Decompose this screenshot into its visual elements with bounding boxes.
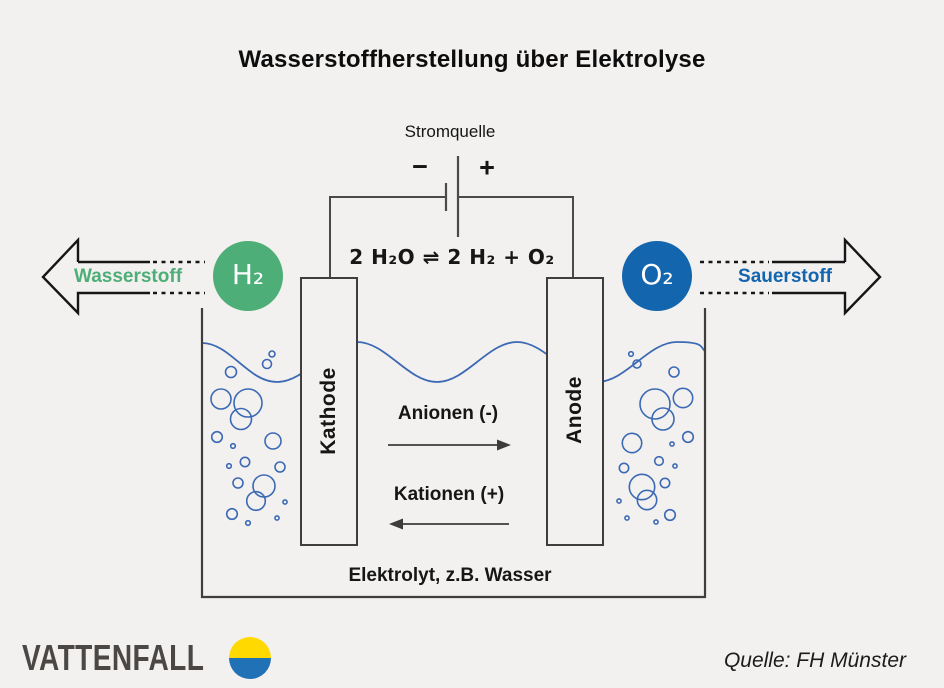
sauerstoff-label: Sauerstoff xyxy=(738,266,832,287)
wire-right xyxy=(458,196,574,278)
arrow-left-dashes xyxy=(153,260,205,295)
cathode-rect xyxy=(300,277,358,546)
electrolyte-label: Elektrolyt, z.B. Wasser xyxy=(348,565,552,586)
cation-arrowhead xyxy=(389,518,403,530)
circuit-wires xyxy=(329,196,574,278)
anion-flow-label: Anionen (-) xyxy=(397,403,499,424)
battery-minus-label: − xyxy=(412,151,428,182)
vattenfall-logo-icon xyxy=(229,637,271,679)
anode-rect xyxy=(546,277,604,546)
hydrogen-out-arrow xyxy=(41,236,205,316)
reaction-equation: 2 H₂O ⇌ 2 H₂ + O₂ xyxy=(349,245,555,269)
arrow-right-outline xyxy=(772,236,882,316)
wasserstoff-label: Wasserstoff xyxy=(73,266,183,287)
hydrogen-symbol: H₂ xyxy=(231,258,265,291)
arrow-left-outline xyxy=(41,236,150,316)
source-credit: Quelle: FH Münster xyxy=(723,649,906,672)
arrow-right-dashes xyxy=(700,260,769,295)
gas-bubbles-right xyxy=(616,350,695,525)
hydrogen-circle: H₂ xyxy=(213,241,283,311)
water-surface-line xyxy=(201,341,706,383)
oxygen-out-arrow xyxy=(700,236,882,316)
beaker-outline xyxy=(200,308,707,599)
anode-label: Anode xyxy=(563,376,586,444)
cation-flow-label: Kationen (+) xyxy=(393,484,505,505)
wire-left xyxy=(329,196,445,278)
page-title: Wasserstoffherstellung über Elektrolyse xyxy=(238,46,706,73)
power-source-label: Stromquelle xyxy=(404,122,496,141)
battery-plus-label: + xyxy=(479,152,495,183)
cathode-label: Kathode xyxy=(317,367,340,455)
gas-bubbles-left xyxy=(210,350,288,527)
cation-arrow xyxy=(389,518,509,530)
anion-arrowhead xyxy=(497,439,511,451)
anion-arrow xyxy=(388,439,511,451)
battery-icon xyxy=(444,156,460,237)
vattenfall-logo-text: VATTENFALL xyxy=(22,637,205,678)
oxygen-circle: O₂ xyxy=(622,241,692,311)
oxygen-symbol: O₂ xyxy=(640,258,674,291)
